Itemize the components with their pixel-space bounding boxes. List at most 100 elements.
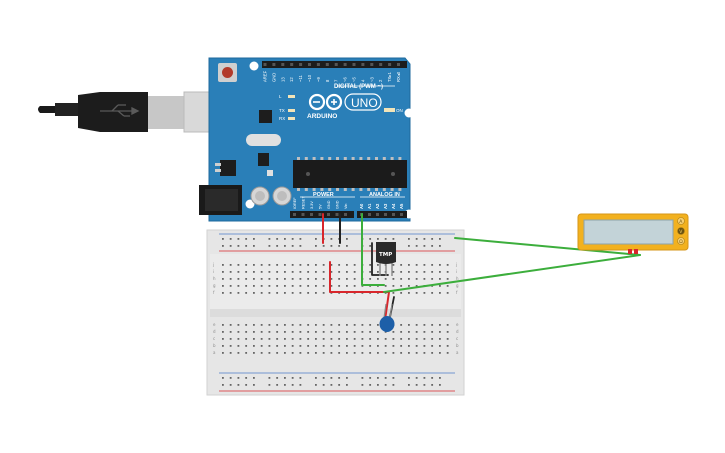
header-hole[interactable] <box>397 63 400 66</box>
breadboard-hole[interactable] <box>408 324 410 326</box>
breadboard-hole[interactable] <box>276 338 279 340</box>
breadboard-hole[interactable] <box>346 377 348 379</box>
breadboard-hole[interactable] <box>330 245 333 247</box>
breadboard-hole[interactable] <box>377 352 379 354</box>
breadboard-hole[interactable] <box>299 377 302 379</box>
breadboard-hole[interactable] <box>276 292 279 294</box>
breadboard-hole[interactable] <box>276 352 279 354</box>
breadboard-hole[interactable] <box>423 352 426 354</box>
header-hole[interactable] <box>318 213 322 216</box>
breadboard-hole[interactable] <box>291 245 294 247</box>
breadboard-hole[interactable] <box>369 264 372 266</box>
breadboard-hole[interactable] <box>415 345 418 347</box>
breadboard-hole[interactable] <box>369 278 372 280</box>
breadboard-hole[interactable] <box>253 292 255 294</box>
breadboard-hole[interactable] <box>330 384 333 386</box>
breadboard-hole[interactable] <box>276 278 279 280</box>
wire-a0-green[interactable] <box>361 213 385 286</box>
breadboard-hole[interactable] <box>245 324 248 326</box>
breadboard-hole[interactable] <box>284 352 286 354</box>
breadboard-hole[interactable] <box>353 331 356 333</box>
breadboard-hole[interactable] <box>408 377 410 379</box>
breadboard-hole[interactable] <box>392 384 395 386</box>
breadboard-hole[interactable] <box>253 271 255 273</box>
breadboard-hole[interactable] <box>377 278 379 280</box>
breadboard-hole[interactable] <box>346 271 348 273</box>
breadboard-hole[interactable] <box>315 245 317 247</box>
breadboard-hole[interactable] <box>276 285 279 287</box>
breadboard-hole[interactable] <box>315 331 317 333</box>
breadboard-hole[interactable] <box>330 338 333 340</box>
header-hole[interactable] <box>361 63 365 66</box>
breadboard-hole[interactable] <box>400 338 403 340</box>
breadboard-hole[interactable] <box>299 384 302 386</box>
breadboard-hole[interactable] <box>307 331 310 333</box>
breadboard-hole[interactable] <box>431 264 434 266</box>
breadboard-hole[interactable] <box>322 285 325 287</box>
breadboard-hole[interactable] <box>408 264 410 266</box>
breadboard-hole[interactable] <box>315 345 317 347</box>
breadboard-hole[interactable] <box>291 384 294 386</box>
breadboard-hole[interactable] <box>423 331 426 333</box>
breadboard-hole[interactable] <box>369 352 372 354</box>
breadboard-hole[interactable] <box>384 238 387 240</box>
header-hole[interactable] <box>293 213 296 216</box>
header-hole[interactable] <box>384 213 387 216</box>
breadboard-hole[interactable] <box>361 377 364 379</box>
breadboard-hole[interactable] <box>446 345 449 347</box>
breadboard-hole[interactable] <box>299 331 302 333</box>
breadboard-hole[interactable] <box>431 331 434 333</box>
breadboard-hole[interactable] <box>276 271 279 273</box>
breadboard-hole[interactable] <box>346 264 348 266</box>
breadboard-hole[interactable] <box>439 292 441 294</box>
header-hole[interactable] <box>301 213 305 216</box>
breadboard-hole[interactable] <box>439 377 441 379</box>
breadboard-hole[interactable] <box>338 285 341 287</box>
breadboard-hole[interactable] <box>322 324 325 326</box>
breadboard-hole[interactable] <box>291 292 294 294</box>
header-hole[interactable] <box>379 63 383 66</box>
breadboard-hole[interactable] <box>229 338 232 340</box>
breadboard-hole[interactable] <box>222 285 224 287</box>
breadboard-hole[interactable] <box>253 345 255 347</box>
breadboard-hole[interactable] <box>284 271 286 273</box>
breadboard-hole[interactable] <box>237 338 240 340</box>
breadboard-hole[interactable] <box>377 377 379 379</box>
breadboard-hole[interactable] <box>415 331 418 333</box>
breadboard-hole[interactable] <box>222 331 224 333</box>
breadboard-hole[interactable] <box>315 352 317 354</box>
probe-terminal-red-2[interactable] <box>634 249 638 254</box>
breadboard-hole[interactable] <box>291 352 294 354</box>
breadboard-hole[interactable] <box>423 292 426 294</box>
breadboard-hole[interactable] <box>245 285 248 287</box>
breadboard-hole[interactable] <box>276 264 279 266</box>
breadboard-hole[interactable] <box>253 338 255 340</box>
breadboard-hole[interactable] <box>276 238 279 240</box>
breadboard-hole[interactable] <box>415 285 418 287</box>
breadboard-hole[interactable] <box>229 238 232 240</box>
breadboard-hole[interactable] <box>346 324 348 326</box>
header-hole[interactable] <box>335 213 339 216</box>
breadboard-hole[interactable] <box>291 285 294 287</box>
breadboard-hole[interactable] <box>322 345 325 347</box>
breadboard-hole[interactable] <box>237 264 240 266</box>
mode-v-button[interactable] <box>677 227 685 235</box>
breadboard-hole[interactable] <box>253 352 255 354</box>
breadboard-hole[interactable] <box>260 292 263 294</box>
breadboard-hole[interactable] <box>400 324 403 326</box>
breadboard-hole[interactable] <box>315 384 317 386</box>
breadboard-hole[interactable] <box>268 345 271 347</box>
breadboard-hole[interactable] <box>245 264 248 266</box>
breadboard-hole[interactable] <box>268 264 271 266</box>
breadboard-hole[interactable] <box>439 331 441 333</box>
header-hole[interactable] <box>370 63 374 66</box>
breadboard-hole[interactable] <box>330 264 333 266</box>
breadboard-hole[interactable] <box>439 264 441 266</box>
breadboard-hole[interactable] <box>315 271 317 273</box>
header-hole[interactable] <box>281 63 285 66</box>
breadboard-hole[interactable] <box>400 331 403 333</box>
breadboard-hole[interactable] <box>384 377 387 379</box>
breadboard-hole[interactable] <box>392 345 395 347</box>
breadboard-hole[interactable] <box>299 264 302 266</box>
breadboard-hole[interactable] <box>392 338 395 340</box>
